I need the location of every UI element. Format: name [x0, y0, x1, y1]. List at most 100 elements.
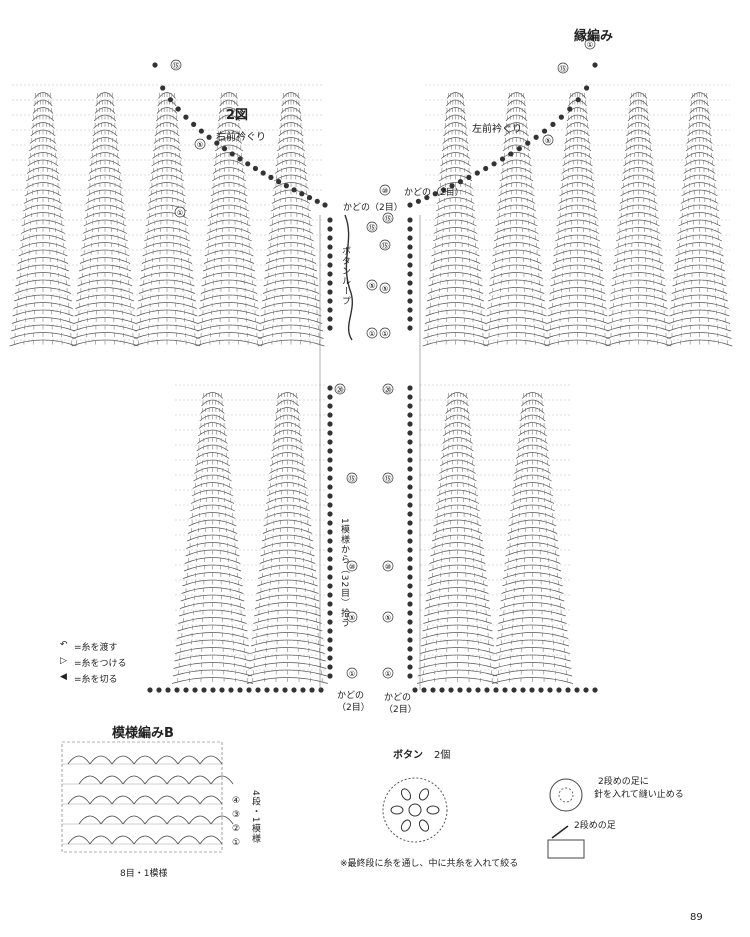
shell-arc — [111, 835, 135, 845]
bobble-stitch — [407, 448, 413, 454]
fan-arc — [426, 294, 485, 302]
fan-arc — [488, 287, 545, 294]
fan-arc — [515, 452, 550, 459]
fan-arc — [504, 129, 529, 137]
bobble-stitch — [283, 183, 289, 189]
bobble-stitch — [183, 687, 189, 693]
fan-arc — [435, 204, 476, 212]
row-marker-text: ⑮ — [382, 242, 389, 250]
fan-arc — [619, 197, 658, 204]
fan-arc — [612, 272, 665, 279]
bobble-stitch — [327, 430, 333, 436]
fan-arc — [11, 324, 75, 332]
fan-arc — [265, 264, 317, 272]
fan-arc — [491, 677, 574, 684]
corner-label-bottom-right-1: かどの — [384, 693, 412, 703]
row-marker-circle — [379, 239, 391, 251]
bobble-stitch — [407, 298, 413, 304]
fan-arc — [493, 242, 540, 249]
corner-label-bottom-right-2: （2目） — [384, 705, 417, 715]
fan-arc — [496, 204, 537, 212]
bobble-stitch — [407, 592, 413, 598]
shell-arc — [89, 755, 113, 765]
fan-arc — [487, 302, 546, 309]
bobble-stitch — [327, 457, 333, 463]
bobble-stitch — [252, 165, 259, 172]
bobble-stitch — [327, 307, 333, 313]
shell-arc — [78, 815, 102, 825]
pattern-b-row-3: ③ — [232, 810, 241, 820]
bobble-stitch — [167, 97, 174, 103]
fan-arc — [270, 452, 305, 459]
bobble-stitch — [583, 85, 590, 91]
fan-arc — [151, 159, 183, 167]
row-marker-text: ① — [349, 670, 355, 678]
fan-arc — [618, 212, 659, 219]
fan-arc — [268, 234, 314, 242]
bobble-stitch — [407, 412, 413, 418]
fan-arc — [502, 144, 531, 152]
bobble-stitch — [407, 529, 413, 535]
pattern-b-row-4: ④ — [232, 796, 241, 806]
shell-arc — [133, 835, 157, 845]
fan-arc — [78, 272, 132, 279]
fan-arc — [211, 182, 247, 189]
bobble-stitch — [219, 687, 225, 693]
bobble-stitch — [407, 262, 413, 268]
fan-arc — [441, 144, 470, 152]
fan-arc — [148, 189, 186, 197]
bobble-stitch — [407, 628, 413, 634]
fan-arc — [668, 324, 731, 332]
fan-arc — [82, 227, 128, 234]
fan-arc — [262, 287, 320, 294]
fan-arc — [273, 422, 302, 429]
bobble-stitch — [327, 574, 333, 580]
bobble-stitch — [430, 687, 436, 693]
pattern-panel — [422, 84, 733, 347]
fan-arc — [546, 317, 609, 324]
row-marker-text: ① — [177, 209, 183, 217]
bobble-stitch — [483, 165, 489, 172]
fan-arc — [615, 242, 662, 249]
bobble-stitch — [493, 687, 499, 693]
bobble-stitch — [237, 687, 243, 693]
fan-arc — [266, 249, 316, 257]
fan-arc — [514, 467, 551, 474]
fan-arc — [144, 227, 190, 234]
bobble-stitch — [273, 687, 279, 693]
fan-arc — [259, 324, 323, 332]
fan-arc — [135, 324, 199, 332]
fan-arc — [260, 309, 322, 317]
bobble-stitch — [511, 687, 517, 693]
row-marker-text: ⑤ — [369, 282, 375, 290]
fan-arc — [561, 167, 594, 174]
row-marker-circle — [542, 134, 554, 146]
fan-arc — [175, 647, 250, 654]
fan-arc — [423, 617, 492, 624]
fan-arc — [149, 182, 185, 189]
fan-arc — [276, 392, 299, 399]
fan-arc — [273, 182, 309, 189]
fan-arc — [251, 632, 324, 639]
bobble-stitch — [592, 687, 598, 693]
fan-arc — [503, 572, 562, 579]
fan-arc — [145, 219, 189, 227]
shell-arc — [122, 775, 146, 785]
bobble-stitch — [407, 466, 413, 472]
fan-arc — [150, 167, 184, 174]
bobble-stitch — [318, 687, 324, 693]
fan-arc — [429, 264, 482, 272]
fan-arc — [267, 482, 308, 489]
fan-arc — [442, 437, 473, 444]
button-count: 2個 — [434, 750, 451, 761]
figure-title: 2図 — [226, 108, 249, 123]
sew-foot-box — [547, 839, 585, 859]
bobble-stitch — [520, 687, 526, 693]
fan-arc — [31, 122, 55, 129]
bobble-stitch — [407, 307, 413, 313]
bobble-stitch — [407, 538, 413, 544]
bobble-stitch — [407, 394, 413, 400]
row-marker-text: ⑩ — [385, 563, 391, 571]
legend-pass-text: =糸を渡す — [74, 643, 118, 653]
shell-arc — [111, 795, 135, 805]
